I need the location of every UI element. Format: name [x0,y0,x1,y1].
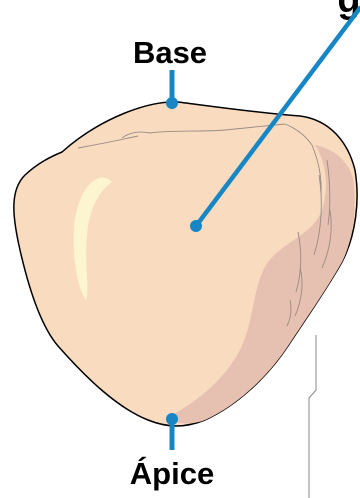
side-leader-line [309,335,316,498]
pointer-dot [190,220,202,232]
base-marker-dot [166,97,178,109]
base-label: Base [133,35,207,70]
apex-label: Ápice [130,456,214,491]
